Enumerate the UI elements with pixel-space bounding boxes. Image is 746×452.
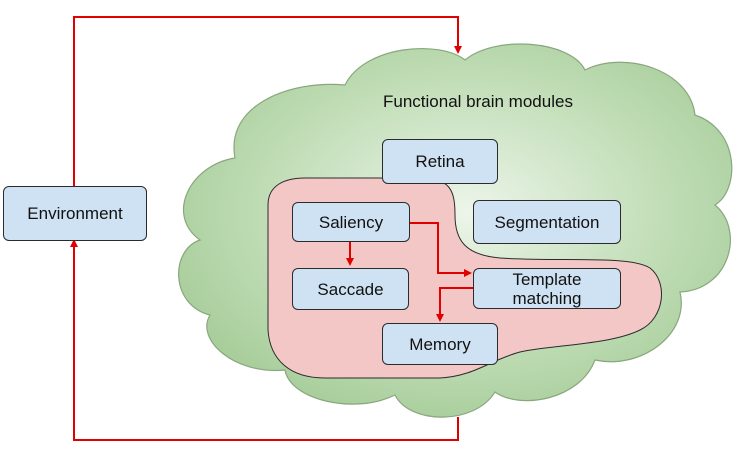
- segmentation-box: Segmentation: [473, 200, 621, 244]
- cloud-title: Functional brain modules: [383, 92, 573, 111]
- feedback-arrow-out: [73, 16, 462, 186]
- retina-box: Retina: [382, 139, 498, 184]
- template-matching-box: Template matching: [473, 268, 621, 309]
- arrow-template-to-memory: [436, 287, 473, 322]
- saliency-box: Saliency: [292, 202, 410, 242]
- saccade-box: Saccade: [292, 268, 409, 310]
- arrow-saliency-to-template: [410, 222, 472, 277]
- environment-box: Environment: [3, 186, 147, 241]
- feedback-arrow-in: [70, 239, 459, 441]
- memory-box: Memory: [382, 323, 498, 365]
